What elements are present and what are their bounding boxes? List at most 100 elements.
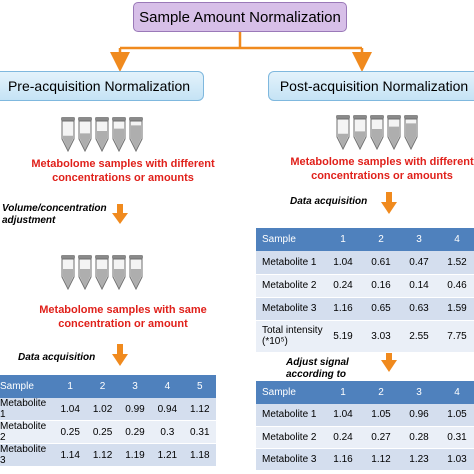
table-cell: 1.52: [438, 251, 474, 275]
left-step-volume-adjustment: Volume/concentration adjustment: [2, 203, 107, 226]
table-cell: 0.28: [400, 426, 438, 449]
table-cell: 1.05: [362, 404, 400, 427]
table-header: 5: [183, 375, 216, 398]
eppendorf-tube-icon: [129, 255, 143, 291]
table-cell: 0.24: [324, 426, 362, 449]
eppendorf-tube-icon: [112, 255, 126, 291]
table-cell: 1.16: [324, 448, 362, 471]
eppendorf-tube-icon: [95, 255, 109, 291]
table-cell: 0.46: [438, 274, 474, 298]
table-cell: 1.03: [438, 448, 474, 471]
table-cell: 0.31: [438, 426, 474, 449]
table-cell: 0.31: [183, 420, 216, 444]
table-cell: Metabolite 1: [256, 251, 324, 275]
tube-group: [336, 115, 418, 151]
pre-acquisition-heading: Pre-acquisition Normalization: [0, 71, 204, 101]
down-arrow-icon: [112, 204, 128, 224]
table-cell: 1.16: [324, 297, 362, 321]
eppendorf-tube-icon: [387, 115, 401, 151]
table-cell: Metabolite 2: [256, 274, 324, 298]
eppendorf-tube-icon: [78, 255, 92, 291]
eppendorf-tube-icon: [61, 255, 75, 291]
table-cell: 0.65: [362, 297, 400, 321]
table-cell: 1.02: [86, 398, 119, 421]
table-cell: Metabolite 1: [256, 404, 324, 427]
eppendorf-tube-icon: [61, 117, 75, 153]
title-text: Sample Amount Normalization: [139, 8, 341, 26]
table-header: 1: [324, 228, 362, 251]
table-cell: 0.99: [118, 398, 152, 421]
table-header: 4: [438, 381, 474, 404]
right-raw-table: Sample 1 2 3 4 Metabolite 1 1.04 0.61 0.…: [256, 228, 474, 353]
left-samples-different-text: Metabolome samples with different concen…: [31, 158, 215, 184]
table-row: Metabolite 2 0.24 0.27 0.28 0.31: [256, 426, 474, 449]
table-header: Sample: [0, 375, 54, 398]
right-normalized-table: Sample 1 2 3 4 Metabolite 1 1.04 1.05 0.…: [256, 381, 474, 471]
right-samples-different-text: Metabolome samples with different concen…: [290, 156, 474, 182]
pre-acquisition-heading-text: Pre-acquisition Normalization: [7, 78, 191, 94]
sample-normalization-title: Sample Amount Normalization: [133, 2, 347, 32]
table-cell: 1.59: [438, 297, 474, 321]
table-header: Sample: [256, 381, 324, 404]
right-step-data-acquisition: Data acquisition: [290, 196, 368, 207]
table-cell: Metabolite 2: [0, 420, 54, 444]
table-cell: Metabolite 3: [256, 297, 324, 321]
table-cell: Metabolite 2: [256, 426, 324, 449]
eppendorf-tube-icon: [370, 115, 384, 151]
table-header: 3: [400, 228, 438, 251]
tube-group: [61, 117, 143, 153]
table-row: Metabolite 2 0.24 0.16 0.14 0.46: [256, 274, 474, 298]
table-cell: 0.3: [151, 420, 184, 444]
left-step-data-acquisition: Data acquisition: [18, 352, 96, 363]
table-cell: 0.61: [362, 251, 400, 275]
table-cell: 1.04: [324, 404, 362, 427]
table-header: 3: [400, 381, 438, 404]
table-cell: 2.55: [400, 320, 438, 353]
table-cell: 1.19: [118, 443, 152, 467]
table-cell: 0.63: [400, 297, 438, 321]
table-row: Metabolite 3 1.14 1.12 1.19 1.21 1.18: [0, 443, 216, 467]
eppendorf-tube-icon: [129, 117, 143, 153]
table-cell: 0.27: [362, 426, 400, 449]
table-cell: 0.24: [324, 274, 362, 298]
table-row: Metabolite 1 1.04 1.02 0.99 0.94 1.12: [0, 398, 216, 421]
eppendorf-tube-icon: [95, 117, 109, 153]
table-cell: 1.05: [438, 404, 474, 427]
table-cell: Metabolite 1: [0, 398, 54, 421]
table-header: 1: [54, 375, 87, 398]
table-cell: 0.47: [400, 251, 438, 275]
down-arrow-icon: [381, 350, 397, 372]
post-acquisition-heading: Post-acquisition Normalization: [268, 71, 474, 101]
eppendorf-tube-icon: [78, 117, 92, 153]
table-cell: 1.12: [362, 448, 400, 471]
table-cell: 0.96: [400, 404, 438, 427]
table-header: Sample: [256, 228, 324, 251]
table-cell: 1.23: [400, 448, 438, 471]
tube-group: [61, 255, 143, 291]
table-row: Metabolite 2 0.25 0.25 0.29 0.3 0.31: [0, 420, 216, 444]
table-cell: 1.12: [183, 398, 216, 421]
table-cell: 1.21: [151, 443, 184, 467]
table-row: Metabolite 1 1.04 0.61 0.47 1.52: [256, 251, 474, 275]
table-cell: 7.75: [438, 320, 474, 353]
down-arrow-icon: [112, 344, 128, 366]
table-header: 2: [362, 381, 400, 404]
table-cell: 0.25: [86, 420, 119, 444]
table-row-total: Total intensity (*10⁵) 5.19 3.03 2.55 7.…: [256, 320, 474, 353]
table-cell: 1.04: [324, 251, 362, 275]
eppendorf-tube-icon: [336, 115, 350, 151]
table-cell: 1.14: [54, 443, 87, 467]
total-intensity-label: Total intensity (*10⁵): [256, 320, 324, 353]
table-cell: 0.16: [362, 274, 400, 298]
eppendorf-tube-icon: [353, 115, 367, 151]
table-cell: Metabolite 3: [0, 443, 54, 467]
table-cell: Metabolite 3: [256, 448, 324, 471]
eppendorf-tube-icon: [112, 117, 126, 153]
table-cell: 1.12: [86, 443, 119, 467]
table-cell: 0.29: [118, 420, 152, 444]
table-header: 4: [438, 228, 474, 251]
eppendorf-tube-icon: [404, 115, 418, 151]
table-row: Metabolite 3 1.16 1.12 1.23 1.03: [256, 448, 474, 471]
table-cell: 3.03: [362, 320, 400, 353]
